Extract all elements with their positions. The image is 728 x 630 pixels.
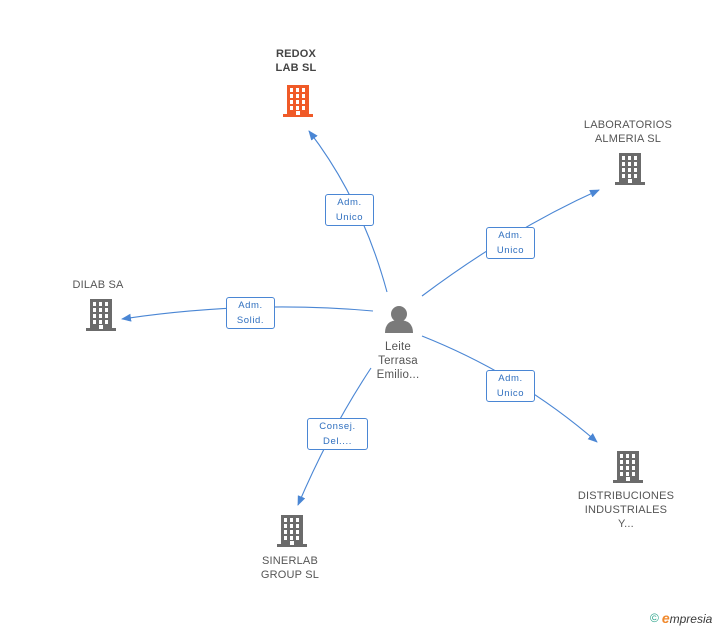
empresia-logo[interactable]: empresia xyxy=(661,610,713,626)
building-icon-redox[interactable] xyxy=(282,84,314,118)
empresia-footer[interactable]: © empresia xyxy=(650,610,712,626)
copyright-symbol: © xyxy=(650,611,659,625)
relation-label-sinerlab: Consej. Del.... xyxy=(307,418,368,450)
building-icon-sinerlab[interactable] xyxy=(276,514,308,548)
building-icon-laboratorios[interactable] xyxy=(614,152,646,186)
relation-label-distribuciones: Adm. Unico xyxy=(486,370,535,402)
relation-label-dilab: Adm. Solid. xyxy=(226,297,275,329)
company-label-distribuciones[interactable]: DISTRIBUCIONES INDUSTRIALES Y... xyxy=(577,490,675,530)
company-label-dilab[interactable]: DILAB SA xyxy=(72,279,124,291)
building-icon-distribuciones[interactable] xyxy=(612,450,644,484)
relation-label-redox: Adm. Unico xyxy=(325,194,374,226)
company-label-sinerlab[interactable]: SINERLAB GROUP SL xyxy=(260,555,320,581)
company-label-laboratorios[interactable]: LABORATORIOS ALMERIA SL xyxy=(583,119,673,145)
person-icon[interactable] xyxy=(385,306,413,333)
person-label[interactable]: Leite Terrasa Emilio... xyxy=(376,341,420,381)
relation-label-laboratorios: Adm. Unico xyxy=(486,227,535,259)
company-label-redox[interactable]: REDOX LAB SL xyxy=(275,48,317,74)
building-icon-dilab[interactable] xyxy=(85,298,117,332)
